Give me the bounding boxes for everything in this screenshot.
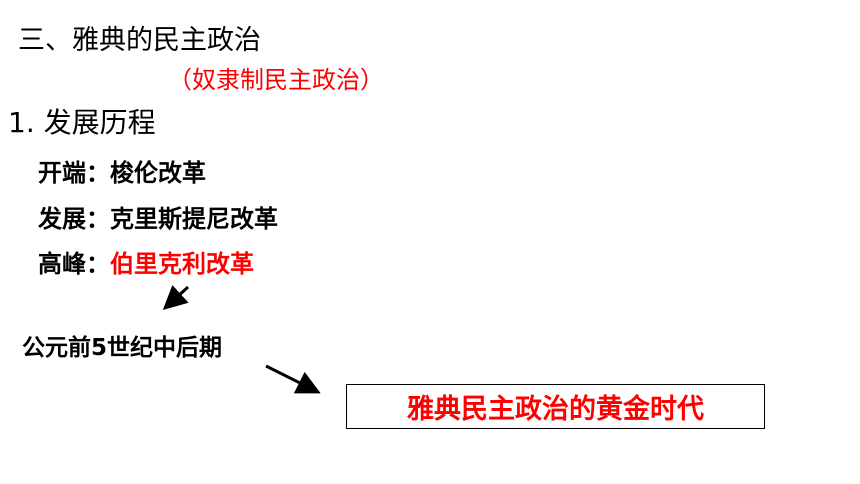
section-title: 三、雅典的民主政治: [18, 25, 261, 56]
stage-value: 梭伦改革: [110, 159, 206, 187]
stage-start: 开端：梭伦改革: [38, 153, 206, 188]
stage-value: 克里斯提尼改革: [110, 205, 278, 233]
subsection-heading: 1. 发展历程: [8, 106, 156, 139]
stage-label: 发展：: [38, 205, 110, 233]
period-text: 公元前5世纪中后期: [22, 335, 223, 361]
stage-value-highlight: 伯里克利改革: [110, 250, 254, 278]
golden-age-box: 雅典民主政治的黄金时代: [346, 384, 765, 429]
stage-label: 开端：: [38, 159, 110, 187]
arrow-down-icon: [162, 284, 190, 311]
stage-peak: 高峰：伯里克利改革: [38, 244, 254, 279]
arrow-right-icon: [265, 364, 321, 394]
stage-development: 发展：克里斯提尼改革: [38, 199, 278, 234]
stage-label: 高峰：: [38, 250, 110, 278]
golden-age-text: 雅典民主政治的黄金时代: [407, 394, 704, 425]
subtitle: （奴隶制民主政治）: [168, 66, 384, 94]
